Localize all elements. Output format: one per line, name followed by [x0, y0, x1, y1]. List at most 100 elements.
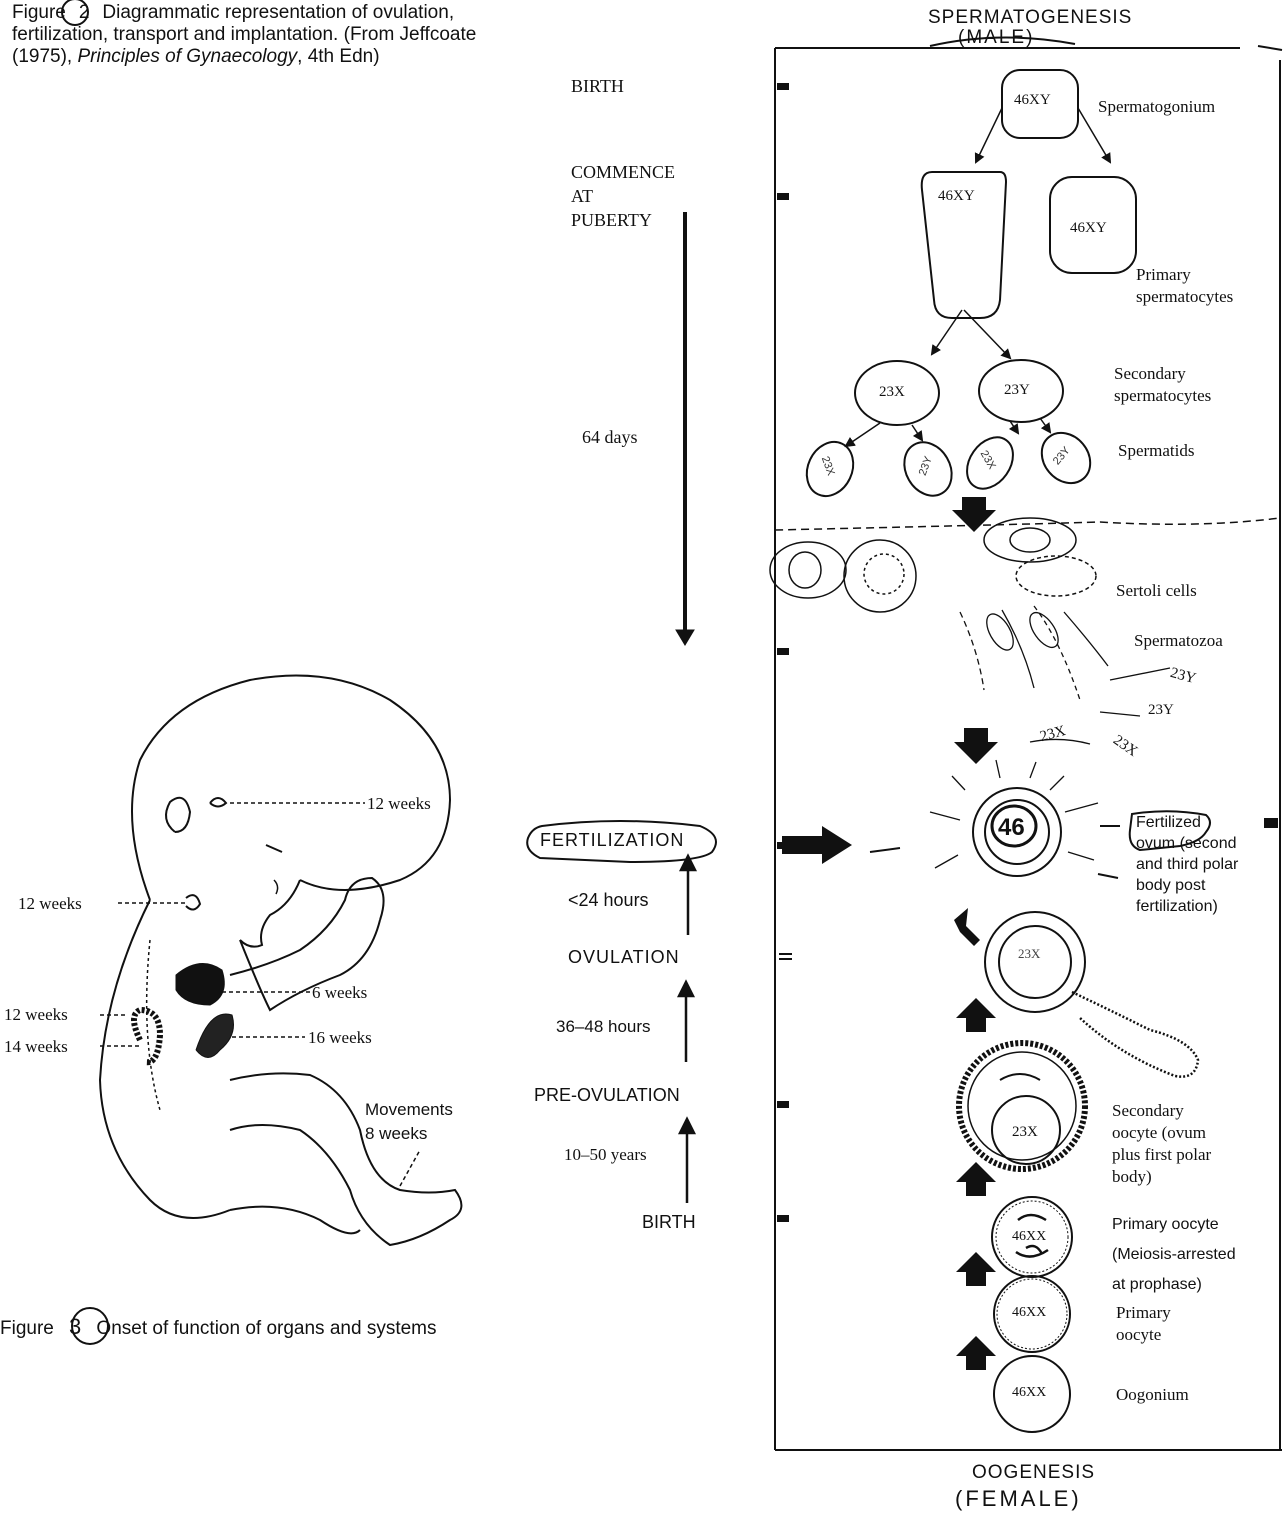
oogonium-cell-label: 46XX: [1012, 1385, 1046, 1401]
panel-ticks: [777, 83, 1278, 1222]
male-timeline-arrow: [676, 212, 694, 645]
secondary-y-cell-label: 23Y: [1004, 382, 1030, 399]
bold-arrows: [782, 497, 998, 1370]
fetus-brain-spot: [210, 798, 226, 807]
commence-line-3: PUBERTY: [571, 208, 675, 232]
secondary-spermatocytes-line-1: Secondary: [1114, 363, 1211, 385]
fetus-head: [132, 676, 450, 901]
arrow-up-ovum: [954, 908, 980, 946]
figure-caption-bottom: Figure 3 Onset of function of organs and…: [0, 1316, 437, 1340]
sertoli-cells-label: Sertoli cells: [1116, 580, 1197, 601]
primary-oocyte-arrested-line-1: Primary oocyte: [1112, 1210, 1236, 1240]
primary-oocyte-label: Primary oocyte: [1116, 1302, 1171, 1346]
secondary-spermatocytes-label: Secondary spermatocytes: [1114, 363, 1211, 407]
figure-bottom-number: 3: [59, 1316, 91, 1338]
secondary-oocyte-line-2: oocyte (ovum: [1112, 1122, 1211, 1144]
figure-top-line3-c: , 4th Edn): [297, 46, 379, 67]
secondary-oocyte-line-1: Secondary: [1112, 1100, 1211, 1122]
fetus-lower-leg: [230, 1207, 360, 1234]
arrow-up-3: [956, 1252, 996, 1286]
sertoli-cells: [770, 518, 1280, 612]
fetus-heart-label: 6 weeks: [312, 982, 367, 1003]
fetus-face: [240, 880, 300, 947]
fetus-neck-label: 12 weeks: [18, 893, 82, 914]
fetus-body: [100, 900, 230, 1218]
figure-bottom-text: Onset of function of organs and systems: [96, 1318, 436, 1339]
spermatozoa-label: Spermatozoa: [1134, 630, 1223, 651]
fetus-organs: [134, 798, 234, 1110]
figure-top-line3-a: (1975),: [12, 46, 72, 67]
arrow-up-4: [956, 1336, 996, 1370]
primary-oocyte-arrested-cell-label: 46XX: [1012, 1229, 1046, 1245]
fertilized-ovum-label: Fertilized ovum (second and third polar …: [1136, 812, 1238, 917]
fetus-ear: [166, 798, 190, 832]
ovum-23x-label: 23X: [1018, 946, 1040, 962]
fertilized-ovum-line-1: Fertilized: [1136, 812, 1238, 833]
figure-top-line2: fertilization, transport and implantatio…: [12, 24, 476, 46]
male-heading: (MALE): [958, 27, 1034, 49]
arrow-to-fertilized: [782, 826, 852, 864]
fertilized-ovum-line-3: and third polar: [1136, 854, 1238, 875]
primary-b-cell-label: 46XY: [1070, 220, 1107, 237]
commence-line-1: COMMENCE: [571, 160, 675, 184]
fetus-intestine-label: 16 weeks: [308, 1027, 372, 1048]
ovulation-label: OVULATION: [568, 947, 680, 968]
figure-caption-top: Figure 2 Diagrammatic representation of …: [12, 2, 454, 24]
female-heading: (FEMALE): [955, 1486, 1082, 1512]
sperm-mark-b: 23Y: [1148, 702, 1174, 719]
secondary-oocyte-line-4: body): [1112, 1166, 1211, 1188]
spermatids-label: Spermatids: [1118, 440, 1195, 461]
figure-top-prefix: Figure: [12, 2, 66, 23]
secondary-oocyte-label: Secondary oocyte (ovum plus first polar …: [1112, 1100, 1211, 1188]
fetus-kidney-label-a: 12 weeks: [4, 1004, 68, 1025]
fetus-eye: [266, 845, 282, 852]
fetus-movements-label: Movements 8 weeks: [365, 1098, 453, 1146]
arrow-up-2: [956, 1162, 996, 1196]
male-birth-label: BIRTH: [571, 76, 624, 97]
movements-line-2: 8 weeks: [365, 1122, 453, 1146]
figure-top-book-title: Principles of Gynaecology: [77, 46, 297, 67]
preovulation-label: PRE-OVULATION: [534, 1085, 680, 1106]
fertilized-cell-label: 46: [998, 814, 1025, 842]
fertilized-ovum-line-2: ovum (second: [1136, 833, 1238, 854]
figure-top-line1: Diagrammatic representation of ovulation…: [102, 2, 454, 23]
secondary-spermatocytes-line-2: spermatocytes: [1114, 385, 1211, 407]
oogonium-label: Oogonium: [1116, 1384, 1189, 1405]
fetus-spine: [147, 940, 160, 1110]
primary-a-cell-label: 46XY: [938, 188, 975, 205]
oogenesis-heading: OOGENESIS: [972, 1462, 1095, 1484]
spermatogonium-cell-label: 46XY: [1014, 92, 1051, 109]
figure-top-line3: (1975), Principles of Gynaecology, 4th E…: [12, 46, 380, 68]
primary-spermatocytes-line-1: Primary: [1136, 264, 1233, 286]
arrow-down-1: [952, 497, 996, 532]
arrow-up-1: [956, 998, 996, 1032]
primary-oocyte-arrested-line-3: at prophase): [1112, 1270, 1236, 1300]
secondary-oocyte-cell-label: 23X: [1012, 1124, 1038, 1141]
years-label: 10–50 years: [564, 1145, 647, 1165]
primary-oocyte-arrested-line-2: (Meiosis-arrested: [1112, 1240, 1236, 1270]
figure-bottom-prefix: Figure: [0, 1318, 54, 1339]
secondary-oocyte-line-3: plus first polar: [1112, 1144, 1211, 1166]
primary-spermatocytes-label: Primary spermatocytes: [1136, 264, 1233, 308]
fetus-neck-organ: [186, 895, 200, 909]
lt24-hours-label: <24 hours: [568, 890, 649, 911]
primary-oocyte-cell-label: 46XX: [1012, 1305, 1046, 1321]
fertilized-ovum-line-5: fertilization): [1136, 896, 1238, 917]
fetus-mouth: [274, 880, 278, 894]
spermatogenesis-heading: SPERMATOGENESIS: [928, 7, 1132, 29]
primary-oocyte-arrested-label: Primary oocyte (Meiosis-arrested at prop…: [1112, 1210, 1236, 1300]
arrow-down-2: [954, 728, 998, 764]
figure-top-number: 2: [71, 2, 97, 24]
female-birth-label: BIRTH: [642, 1212, 696, 1233]
female-timeline-arrows: [679, 856, 695, 1203]
fertilization-label: FERTILIZATION: [540, 830, 684, 851]
primary-oocyte-line-1: Primary: [1116, 1302, 1171, 1324]
fetus-stomach: [196, 1014, 234, 1058]
duration-label: 64 days: [582, 427, 638, 448]
commence-line-2: AT: [571, 184, 675, 208]
fetus-heart: [176, 964, 224, 1005]
spermatogonium-label: Spermatogonium: [1098, 96, 1215, 117]
movements-line-1: Movements: [365, 1098, 453, 1122]
fetus-head-label: 12 weeks: [367, 793, 431, 814]
primary-oocyte-line-2: oocyte: [1116, 1324, 1171, 1346]
